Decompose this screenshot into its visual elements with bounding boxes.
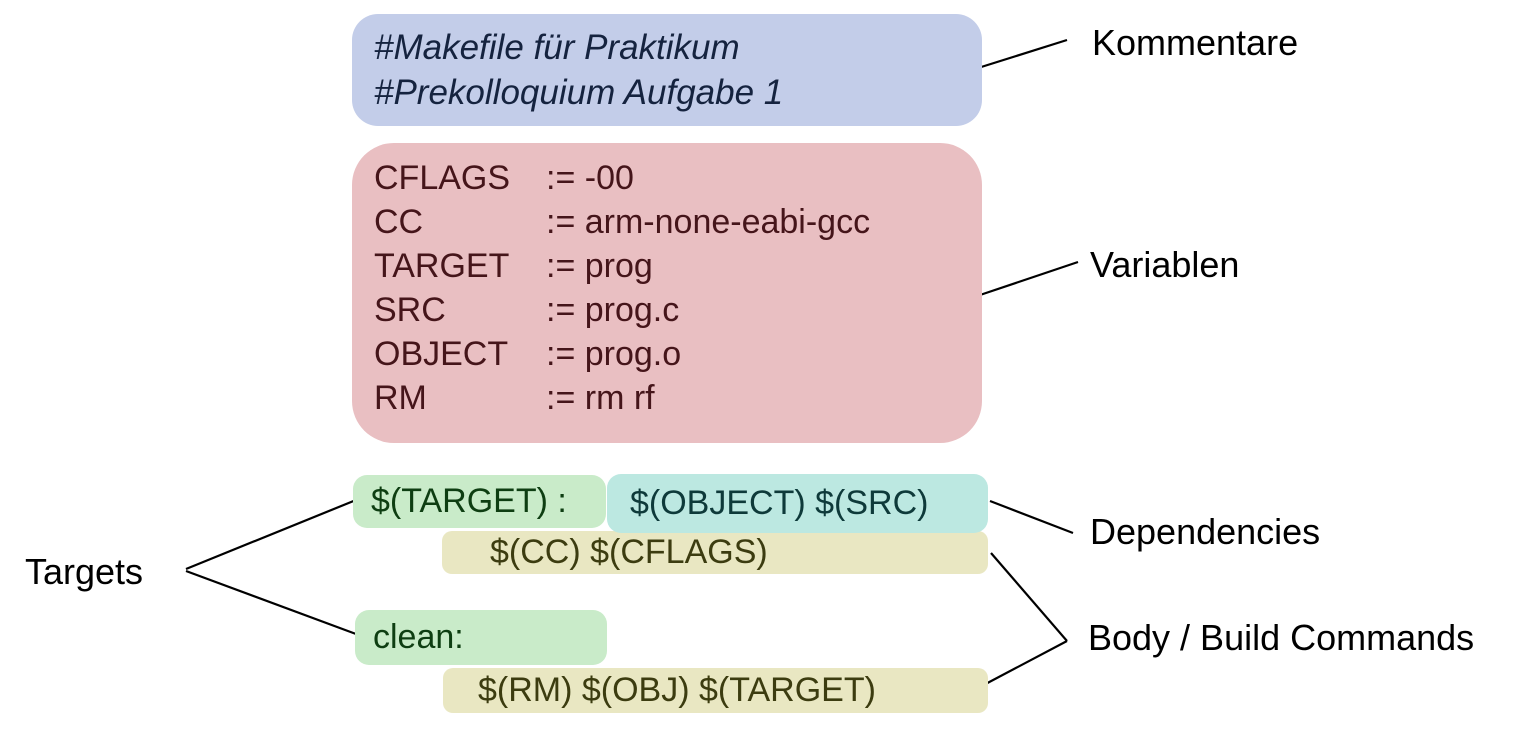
build-command-box-2: $(RM) $(OBJ) $(TARGET) bbox=[443, 668, 988, 713]
variable-value: := prog bbox=[546, 247, 653, 285]
connector-targets-to-clean-rule bbox=[185, 569, 357, 636]
variable-row: CFLAGS := -00 bbox=[374, 156, 982, 200]
variable-row: OBJECT := prog.o bbox=[374, 332, 982, 376]
target-rule-box: $(TARGET) : bbox=[353, 475, 606, 528]
variablen-label: Variablen bbox=[1090, 244, 1240, 285]
connector-build-command-1-to-body-label bbox=[990, 552, 1068, 642]
build-command-box-1: $(CC) $(CFLAGS) bbox=[442, 531, 988, 574]
connector-targets-to-target-rule bbox=[185, 498, 357, 571]
comment-line: #Prekolloquium Aufgabe 1 bbox=[374, 73, 784, 112]
dependencies-label: Dependencies bbox=[1090, 511, 1321, 552]
body-build-commands-label: Body / Build Commands bbox=[1088, 617, 1475, 658]
variable-value: := prog.o bbox=[546, 335, 682, 373]
variable-name: SRC bbox=[374, 291, 446, 329]
targets-label: Targets bbox=[25, 551, 144, 592]
variable-value: := -00 bbox=[546, 159, 634, 197]
variable-name: CC bbox=[374, 203, 424, 241]
variable-row: SRC := prog.c bbox=[374, 288, 982, 332]
connector-dependencies-box-to-label bbox=[989, 499, 1074, 535]
comment-line: #Makefile für Praktikum bbox=[374, 28, 740, 67]
clean-rule-box: clean: bbox=[355, 610, 607, 665]
variable-name: RM bbox=[374, 379, 427, 417]
comments-box: #Makefile für Praktikum #Prekolloquium A… bbox=[352, 14, 982, 126]
variable-value: := prog.c bbox=[546, 291, 680, 329]
variable-name: TARGET bbox=[374, 247, 510, 285]
build-command-2-text: $(RM) $(OBJ) $(TARGET) bbox=[478, 671, 876, 709]
variable-row: TARGET := prog bbox=[374, 244, 982, 288]
dependencies-text: $(OBJECT) $(SRC) bbox=[630, 484, 929, 522]
kommentare-label: Kommentare bbox=[1092, 22, 1299, 63]
connector-variables-to-variablen bbox=[979, 260, 1079, 297]
variable-row: CC := arm-none-eabi-gcc bbox=[374, 200, 982, 244]
variables-box: CFLAGS := -00 CC := arm-none-eabi-gcc TA… bbox=[352, 143, 982, 443]
target-rule-text: $(TARGET) : bbox=[371, 482, 567, 520]
variable-value: := rm rf bbox=[546, 379, 655, 417]
clean-rule-text: clean: bbox=[373, 618, 464, 656]
connector-comments-to-kommentare bbox=[977, 38, 1068, 70]
variable-value: := arm-none-eabi-gcc bbox=[546, 203, 871, 241]
variable-name: CFLAGS bbox=[374, 159, 511, 197]
variable-name: OBJECT bbox=[374, 335, 509, 373]
dependencies-box: $(OBJECT) $(SRC) bbox=[607, 474, 988, 533]
connector-build-command-2-to-body-label bbox=[977, 640, 1068, 689]
build-command-1-text: $(CC) $(CFLAGS) bbox=[490, 533, 768, 571]
variable-row: RM := rm rf bbox=[374, 376, 982, 420]
